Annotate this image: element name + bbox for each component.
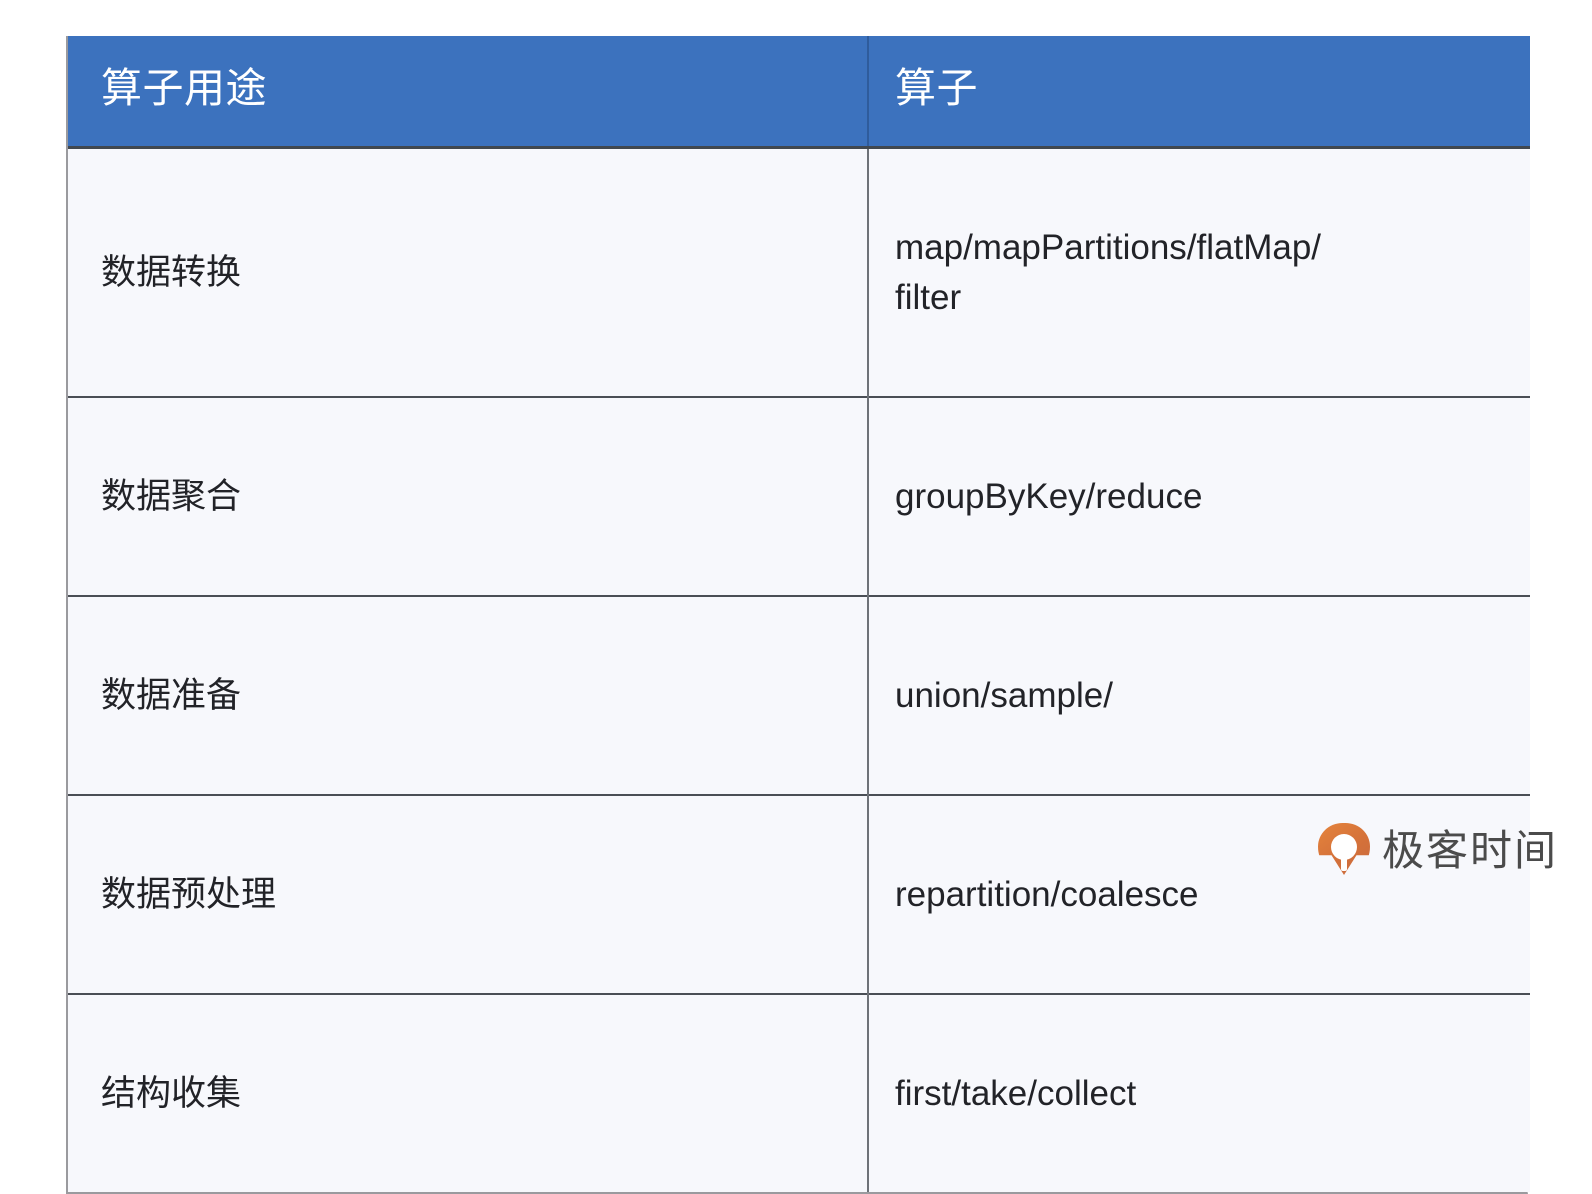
pin-stem (1341, 845, 1347, 871)
geektime-pin-icon (1318, 823, 1370, 879)
operator-table: 算子用途 算子 数据转换 map/mapPartitions/flatMap/ … (68, 36, 1530, 1193)
cell-operator: map/mapPartitions/flatMap/ filter (867, 147, 1530, 397)
brand-name: 极客时间 (1382, 826, 1559, 875)
cell-operator: first/take/collect (867, 993, 1530, 1193)
cell-operator-text: groupByKey/reduce (895, 476, 1203, 516)
column-header-purpose: 算子用途 (68, 36, 868, 148)
table-header-row: 算子用途 算子 (68, 36, 1530, 148)
cell-purpose-text: 数据聚合 (101, 476, 242, 516)
cell-operator-text: first/take/collect (895, 1073, 1137, 1113)
operator-table-container: 算子用途 算子 数据转换 map/mapPartitions/flatMap/ … (66, 36, 1530, 1194)
table-body: 数据转换 map/mapPartitions/flatMap/ filter 数… (68, 147, 1530, 1193)
cell-purpose: 数据准备 (68, 595, 868, 796)
cell-purpose-text: 结构收集 (101, 1073, 242, 1113)
cell-purpose-text: 数据转换 (101, 252, 242, 292)
cell-purpose: 数据转换 (68, 147, 868, 397)
cell-purpose-text: 数据准备 (101, 675, 242, 715)
table-header: 算子用途 算子 (68, 36, 1530, 148)
cell-operator-text: repartition/coalesce (895, 874, 1199, 914)
cell-purpose: 结构收集 (68, 993, 868, 1193)
table-row: 数据聚合 groupByKey/reduce (68, 395, 1530, 597)
slide-canvas: 算子用途 算子 数据转换 map/mapPartitions/flatMap/ … (66, 36, 1558, 1194)
cell-purpose-text: 数据预处理 (101, 874, 277, 914)
table-row: 数据预处理 repartition/coalesce (68, 794, 1530, 995)
cell-purpose: 数据聚合 (68, 395, 868, 597)
cell-operator-text: union/sample/ (895, 675, 1113, 715)
cell-operator: groupByKey/reduce (867, 395, 1530, 597)
table-row: 数据准备 union/sample/ (68, 595, 1530, 796)
cell-purpose: 数据预处理 (68, 794, 868, 995)
cell-operator: union/sample/ (867, 595, 1530, 796)
table-row: 数据转换 map/mapPartitions/flatMap/ filter (68, 147, 1530, 397)
cell-operator-text: map/mapPartitions/flatMap/ filter (895, 227, 1322, 317)
column-header-operator: 算子 (867, 36, 1530, 148)
brand-logo: 极客时间 (1318, 822, 1558, 880)
table-row: 结构收集 first/take/collect (68, 993, 1530, 1193)
